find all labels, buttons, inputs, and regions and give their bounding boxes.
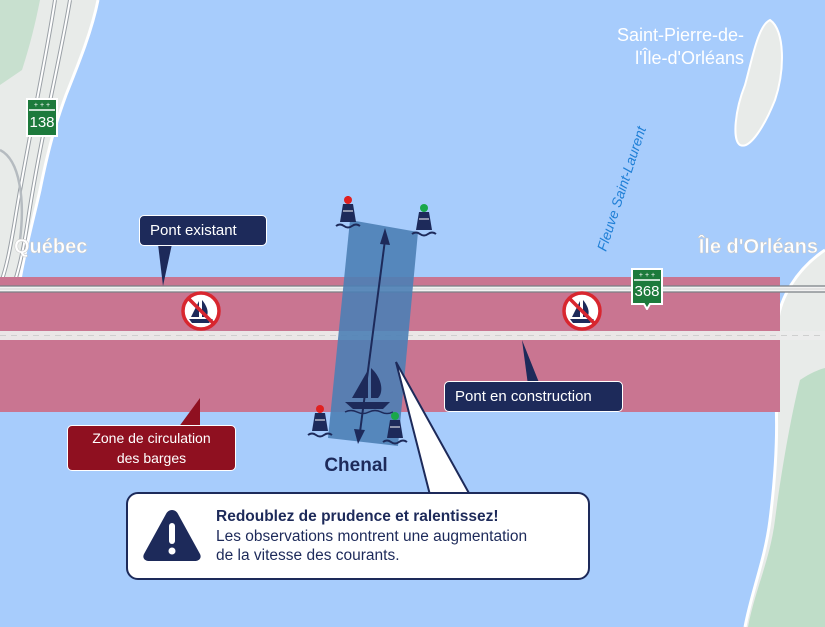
existing-bridge-pointer: [158, 244, 172, 286]
east-shore-green: [748, 368, 825, 627]
svg-text:+ + +: + + +: [639, 272, 655, 279]
new-bridge-pointer: [522, 340, 540, 385]
warning-line2: de la vitesse des courants.: [216, 547, 400, 564]
route-shield-icon: + + + 368: [631, 268, 663, 310]
warning-line1: Les observations montrent une augmentati…: [216, 528, 528, 545]
existing-bridge-callout: Pont existant: [139, 215, 267, 246]
warning-title: Redoublez de prudence et ralentissez!: [216, 508, 499, 525]
channel-label: Chenal: [324, 455, 387, 476]
new-bridge-callout: Pont en construction: [444, 381, 623, 412]
svg-text:+ + +: + + +: [34, 102, 50, 109]
warning-body: Les observations montrent une augmentati…: [216, 527, 584, 565]
existing-bridge-label: Pont existant: [150, 222, 237, 239]
channel-arrow: [359, 239, 386, 433]
barge-zone-label-line2: des barges: [116, 450, 187, 466]
buoy-red-icon: [307, 405, 333, 438]
warning-icon: [143, 510, 201, 561]
no-sailing-icon: [181, 291, 221, 331]
warning-box: Redoublez de prudence et ralentissez! Le…: [126, 492, 590, 580]
west-shore-green: [0, 0, 40, 85]
place-saint-pierre-line2: l'Île-d'Orléans: [635, 48, 744, 68]
route-shield-icon: + + + 138: [26, 98, 58, 138]
route-number: 368: [634, 283, 660, 300]
barge-zone-label-line1: Zone de circulation: [92, 430, 211, 446]
no-sailing-icon: [562, 291, 602, 331]
barge-zone-callout: Zone de circulation des barges: [67, 425, 236, 471]
buoy-green-icon: [411, 204, 437, 237]
sailboat-icon: [344, 368, 394, 415]
route-number: 138: [29, 114, 55, 131]
place-ile-orleans: Île d'Orléans: [698, 234, 818, 258]
small-island: [734, 18, 783, 147]
west-shore: [0, 0, 98, 345]
buoy-red-icon: [335, 196, 361, 229]
new-bridge-label: Pont en construction: [455, 388, 592, 405]
buoy-green-icon: [382, 412, 408, 445]
place-quebec: Québec: [14, 236, 87, 258]
barge-zone-pointer: [178, 398, 200, 428]
place-saint-pierre-line1: Saint-Pierre-de-: [617, 25, 744, 45]
